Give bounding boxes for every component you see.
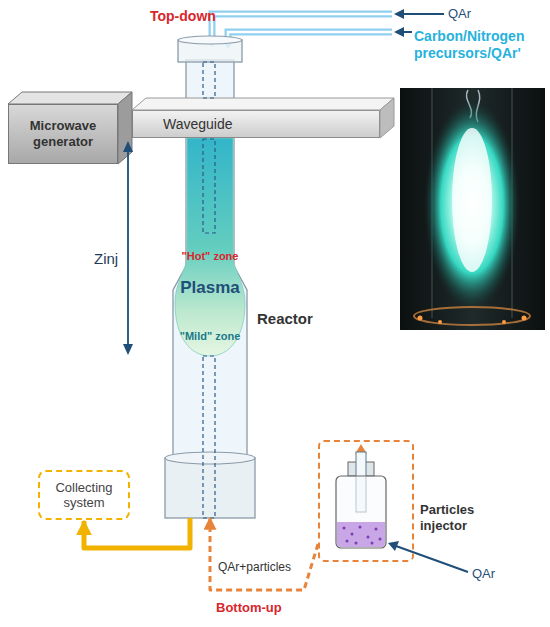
bottle-cap: [348, 462, 374, 476]
plasma-body: [175, 138, 245, 356]
plasma-photo: [400, 88, 545, 330]
waveguide-end: [380, 98, 394, 138]
powder-dots: [343, 526, 382, 545]
bottle-outlet: [360, 452, 363, 462]
node-text: "Hot" zone: [163, 250, 257, 262]
waveguide-faces: [132, 98, 394, 138]
node-text: Collecting system: [40, 480, 128, 510]
direction-label: Top-down: [150, 8, 216, 24]
waveguide-top: [132, 98, 394, 110]
feed-arrow-head: [394, 9, 404, 19]
flow-label: QAr: [448, 6, 471, 21]
photo-glow: [424, 100, 520, 310]
node-text: Microwave generator: [14, 118, 112, 150]
injection-arrow: [210, 518, 318, 590]
photo-light: [502, 320, 506, 324]
precursor-label: Carbon/Nitrogen precursors/QAr': [414, 28, 548, 62]
precursor-pipe-inner: [228, 32, 392, 40]
flow-label: QAr: [472, 566, 495, 581]
generator-faces: [8, 92, 132, 164]
argon-pipe-inner: [212, 14, 392, 38]
photo-core: [452, 128, 492, 272]
dimension-head: [123, 141, 133, 152]
node-text: Particles injector: [420, 502, 500, 534]
reactor-base: [165, 458, 255, 518]
dimension-line: [127, 150, 129, 346]
generator-box: Microwave generator: [8, 104, 118, 164]
output-arrow: [84, 518, 190, 548]
precursor-pipe: [228, 32, 392, 40]
injector-box: Particles injector: [318, 440, 414, 562]
argon-inlet-line: [396, 546, 468, 572]
reactor-base-top: [165, 452, 255, 464]
feed-arrow-line: [402, 31, 412, 33]
dimension-head: [123, 344, 133, 355]
generator-top: [8, 92, 132, 104]
argon-pipe: [212, 14, 392, 38]
photo-light: [522, 316, 527, 321]
node-text: Waveguide: [163, 116, 233, 132]
dimension-label: Zinj: [94, 250, 118, 267]
bottle-tube: [356, 452, 366, 512]
node-text: Plasma: [163, 278, 257, 298]
feed-arrow-line: [402, 13, 444, 15]
bottle-outlet-head: [355, 444, 367, 454]
photo-frame: [400, 88, 545, 330]
generator-side: [118, 92, 132, 164]
photo-tube-wall: [432, 88, 433, 318]
bottle-powder: [337, 522, 385, 547]
photo-tube-wall: [512, 88, 513, 318]
plasma-shape: [173, 138, 247, 356]
photo-base-ring: [414, 307, 530, 325]
zinj-dimension: [123, 141, 133, 355]
reactor-cap-top: [178, 36, 242, 44]
node-text: "Mild" zone: [163, 330, 257, 342]
photo-wisp: [466, 90, 479, 122]
edge-label: QAr+particles: [218, 560, 291, 574]
plasma-region: "Hot" zonePlasma"Mild" zone: [173, 138, 247, 356]
photo-light: [438, 320, 442, 324]
feed-arrow-head: [394, 27, 404, 37]
argon-inlet-head: [388, 541, 399, 551]
node-text: Reactor: [257, 310, 313, 327]
direction-label: Bottom-up: [216, 600, 282, 615]
photo-light: [418, 316, 423, 321]
bottle-body: [336, 476, 386, 548]
collecting-box: Collecting system: [38, 470, 130, 520]
waveguide-bar: Waveguide: [132, 110, 380, 138]
